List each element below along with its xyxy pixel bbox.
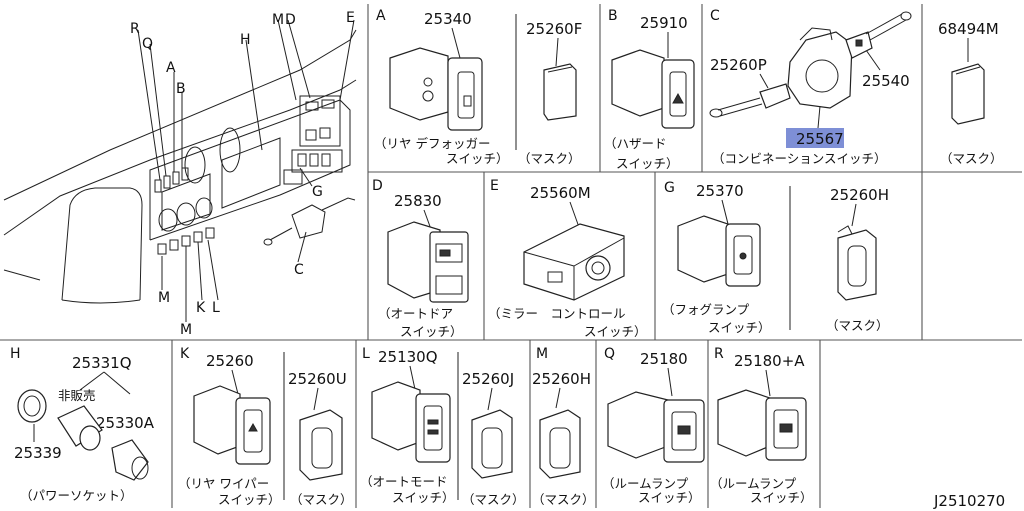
callout-a: A [166, 60, 176, 76]
caption-g-mask: （マスク） [826, 318, 889, 333]
section-letter-m: M [536, 346, 548, 362]
caption-c: （コンビネーションスイッチ） [712, 151, 887, 166]
caption-e-2: スイッチ） [584, 324, 647, 339]
part-number-25180: 25180 [640, 350, 688, 368]
section-letter-b: B [608, 8, 618, 24]
section-k: K 25260 （リヤ ワイパー スイッチ） 25260U （マスク） [178, 346, 353, 507]
section-q: Q 25180 （ルームランプ スイッチ） [602, 346, 705, 505]
section-c: C 25260P 25540 25567 （コンビネーションスイッチ） [709, 8, 912, 166]
section-letter-l: L [362, 346, 370, 362]
section-l: L 25130Q （オートモード スイッチ） 25260J （マスク） [360, 346, 525, 507]
part-number-25260p: 25260P [710, 56, 767, 74]
section-d: D 25830 （オートドア スイッチ） [372, 178, 469, 339]
part-number-25560m: 25560M [530, 184, 591, 202]
callout-d: D [285, 12, 296, 28]
caption-k-1: （リヤ ワイパー [178, 476, 269, 491]
part-number-25260h-m: 25260H [532, 370, 591, 388]
section-letter-d: D [372, 178, 383, 194]
callout-e: E [346, 10, 355, 26]
callout-g: G [312, 184, 323, 200]
caption-r-1: （ルームランプ [710, 476, 797, 491]
callout-m2: M [158, 290, 170, 306]
caption-a-mask: （マスク） [518, 151, 581, 166]
overview-callouts: R Q A B M D H E G C M M K L [130, 10, 355, 338]
caption-e-1: （ミラー コントロール [488, 306, 626, 321]
part-number-25260f: 25260F [526, 20, 582, 38]
caption-g-2: スイッチ） [708, 320, 771, 335]
caption-g-1: （フォグランプ [662, 302, 750, 317]
part-number-25180-a: 25180+A [734, 352, 805, 370]
caption-l-mask: （マスク） [462, 492, 525, 507]
part-number-25260j: 25260J [462, 370, 514, 388]
caption-h: （パワーソケット） [20, 488, 133, 503]
part-number-25370: 25370 [696, 182, 744, 200]
part-number-25910: 25910 [640, 14, 688, 32]
caption-d-2: スイッチ） [400, 324, 463, 339]
highlight-25567 [786, 128, 844, 148]
caption-l-2: スイッチ） [392, 490, 455, 505]
section-68494m: 68494M （マスク） [938, 20, 1003, 166]
caption-k-mask: （マスク） [290, 492, 353, 507]
caption-m-mask: （マスク） [532, 492, 595, 507]
part-number-25331q: 25331Q [72, 354, 132, 372]
callout-k: K [196, 300, 206, 316]
not-for-sale-note: 非販売 [58, 388, 96, 403]
part-number-25260u: 25260U [288, 370, 347, 388]
callout-m: M [272, 12, 284, 28]
section-letter-q: Q [604, 346, 615, 362]
caption-k-2: スイッチ） [218, 492, 281, 507]
section-letter-h: H [10, 346, 21, 362]
callout-q: Q [142, 36, 153, 52]
section-e: E 25560M （ミラー コントロール スイッチ） [488, 178, 647, 339]
part-number-68494m: 68494M [938, 20, 999, 38]
section-m: M 25260H （マスク） [532, 346, 595, 507]
callout-r: R [130, 21, 140, 37]
caption-b-1: （ハザード [604, 136, 667, 151]
section-letter-c: C [710, 8, 720, 24]
section-b: B 25910 （ハザード スイッチ） [604, 8, 695, 171]
grid-lines [0, 4, 1022, 508]
section-a: A 25340 （リヤ デフォッガー スイッチ） 25260F （マスク） [374, 8, 582, 166]
section-letter-g: G [664, 180, 675, 196]
part-number-25830: 25830 [394, 192, 442, 210]
caption-a-2: スイッチ） [446, 151, 509, 166]
callout-c: C [294, 262, 304, 278]
part-number-25567: 25567 [796, 130, 844, 148]
callout-m3: M [180, 322, 192, 338]
diagram-id: J2510270 [933, 492, 1005, 510]
section-letter-a: A [376, 8, 386, 24]
callout-l: L [212, 300, 220, 316]
caption-68494m: （マスク） [940, 151, 1003, 166]
part-number-25130q: 25130Q [378, 348, 438, 366]
part-number-25340: 25340 [424, 10, 472, 28]
part-number-25339: 25339 [14, 444, 62, 462]
part-number-25540: 25540 [862, 72, 910, 90]
dashboard-overview [3, 19, 357, 322]
caption-r-2: スイッチ） [750, 490, 813, 505]
section-letter-e: E [490, 178, 499, 194]
part-number-25330a: 25330A [96, 414, 155, 432]
callout-b: B [176, 81, 186, 97]
callout-h: H [240, 32, 251, 48]
caption-q-1: （ルームランプ [602, 476, 689, 491]
caption-d-1: （オートドア [378, 306, 453, 321]
caption-b-2: スイッチ） [616, 156, 679, 171]
section-r: R 25180+A （ルームランプ スイッチ） [710, 346, 813, 505]
section-letter-r: R [714, 346, 724, 362]
caption-a-1: （リヤ デフォッガー [374, 136, 490, 151]
part-number-25260: 25260 [206, 352, 254, 370]
section-g: G 25370 （フォグランプ スイッチ） 25260H （マスク） [662, 180, 889, 335]
part-number-25260h-g: 25260H [830, 186, 889, 204]
caption-l-1: （オートモード [360, 474, 448, 489]
section-h: H 25331Q 非販売 25330A 25339 （パワーソケット） [10, 346, 155, 503]
section-letter-k: K [180, 346, 190, 362]
caption-q-2: スイッチ） [638, 490, 701, 505]
